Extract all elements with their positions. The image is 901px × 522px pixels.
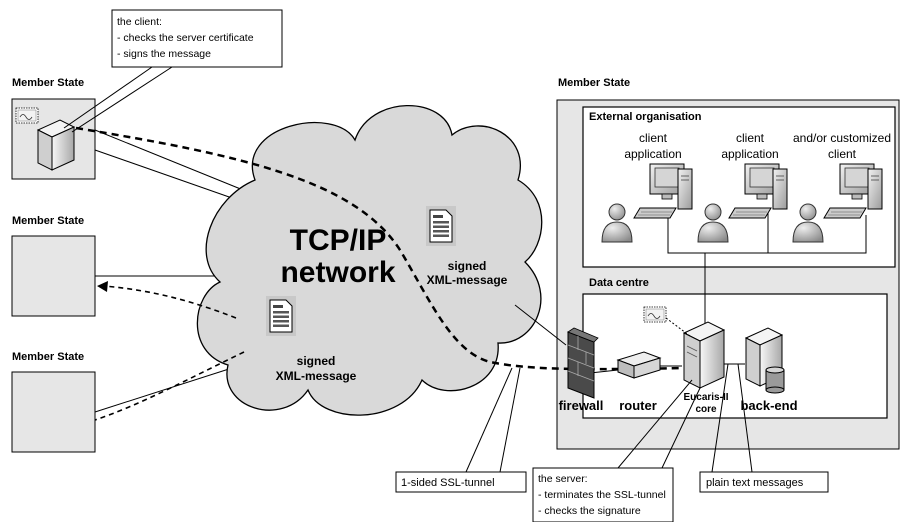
core-label-line1: Eucaris-II <box>683 392 728 403</box>
ms3-link <box>94 367 233 413</box>
client-callout-title: the client: <box>117 16 162 28</box>
server-icon <box>682 321 726 389</box>
ssl-tunnel-main-path <box>75 126 686 371</box>
client-callout-pointer-b <box>71 66 173 133</box>
signed-message-2-line1: signed <box>297 354 336 368</box>
ssl-callout-text: 1-sided SSL-tunnel <box>401 477 495 489</box>
certificate-icon <box>643 306 667 323</box>
member-state-1-label: Member State <box>12 77 84 89</box>
server-callout-box <box>532 467 674 522</box>
client-1-label-line1: client <box>639 131 668 145</box>
external-organisation-title: External organisation <box>589 111 702 123</box>
network-title-line1: TCP/IP <box>290 224 387 257</box>
signed-message-1-line1: signed <box>448 259 487 273</box>
router-label: router <box>619 398 657 413</box>
cloud-to-firewall-link <box>514 304 567 346</box>
certificate-link <box>665 317 691 337</box>
client-2-label-line1: client <box>736 131 765 145</box>
server-callout-pointer-b <box>661 387 701 469</box>
plain-callout-pointer-b <box>737 363 753 473</box>
ssl-tunnel-arrowhead <box>97 281 108 292</box>
client-callout-pointer-a <box>63 66 153 129</box>
plain-callout-text: plain text messages <box>706 477 804 489</box>
client-3-label-line2: client <box>828 147 857 161</box>
member-state-right-label: Member State <box>558 77 630 89</box>
client-server-icon <box>36 119 76 171</box>
plain-callout-pointer-a <box>711 363 729 473</box>
network-title-line2: network <box>280 256 395 289</box>
server-callout-pointer-a <box>617 379 693 469</box>
client-callout-line1: - checks the server certificate <box>117 32 254 44</box>
client-1-label-line2: application <box>624 147 681 161</box>
member-state-2-label: Member State <box>12 215 84 227</box>
firewall-label: firewall <box>559 398 604 413</box>
ms1-link-a <box>94 129 249 193</box>
client-callout-line2: - signs the message <box>117 48 211 60</box>
signed-message-2-line2: XML-message <box>276 369 357 383</box>
database-icon <box>765 366 785 394</box>
server-callout-title: the server: <box>538 473 588 485</box>
client-3-label-line1: and/or customized <box>793 131 891 145</box>
core-label-line2: core <box>695 404 717 415</box>
client-2-label-line2: application <box>721 147 778 161</box>
backend-label: back-end <box>740 398 797 413</box>
plain-callout-box <box>699 471 829 493</box>
ssl-callout-pointer-a <box>465 367 513 473</box>
ssl-tunnel-ms3-path <box>94 351 245 421</box>
signed-message-1-line2: XML-message <box>427 273 508 287</box>
ms1-link-b <box>94 149 233 199</box>
certificate-icon <box>15 107 39 124</box>
member-state-2-box <box>11 235 96 317</box>
document-icon <box>425 205 457 247</box>
ssl-callout-pointer-b <box>499 367 521 473</box>
client-callout-box <box>111 9 283 68</box>
firewall-icon <box>567 327 599 399</box>
member-state-3-box <box>11 371 96 453</box>
server-callout-line1: - terminates the SSL-tunnel <box>538 489 666 501</box>
firewall-router-link <box>589 369 619 374</box>
ssl-callout-box <box>395 471 527 493</box>
router-icon <box>616 351 662 379</box>
server-callout-line2: - checks the signature <box>538 505 641 517</box>
member-state-3-label: Member State <box>12 351 84 363</box>
data-centre-title: Data centre <box>589 277 649 289</box>
ssl-tunnel-ms2-path <box>103 285 237 319</box>
client-bus-line <box>667 210 867 254</box>
document-icon <box>265 295 297 337</box>
